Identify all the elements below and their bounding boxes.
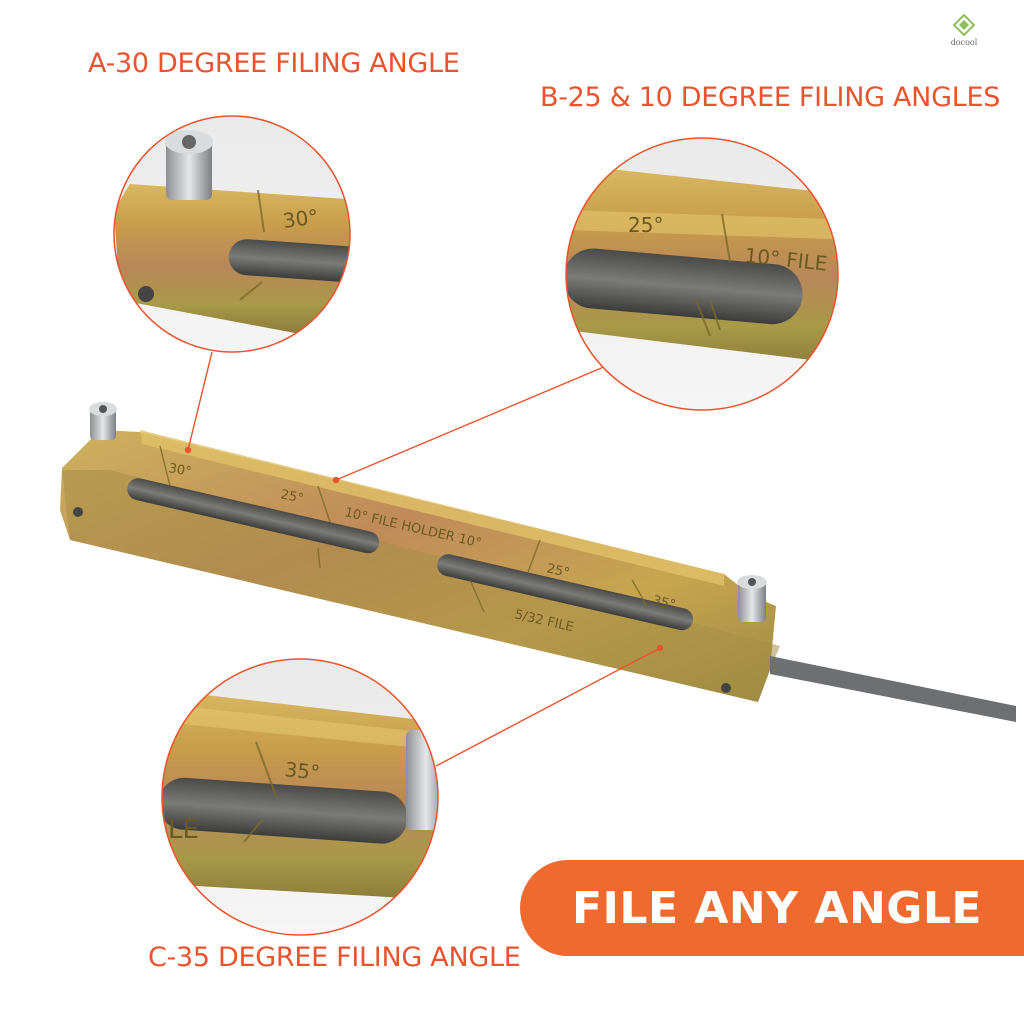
marking-35: 35°: [651, 593, 677, 613]
callout-pointers: [184, 351, 664, 767]
slot-2: [437, 554, 694, 631]
zoom-circle-a: 30°: [113, 115, 351, 353]
brand-logo: docool: [934, 13, 994, 50]
brand-logo-text: docool: [950, 38, 978, 47]
bolt-right: [737, 575, 767, 622]
bolt-left: [89, 402, 117, 440]
marking-25b: 25°: [545, 561, 571, 581]
banner-text: FILE ANY ANGLE: [572, 882, 982, 934]
marking-30: 30°: [167, 461, 192, 480]
zoom-c-marking-le: LE: [168, 815, 199, 845]
zoom-b-marking-25: 25°: [628, 213, 663, 237]
zoom-a-marking: 30°: [281, 204, 319, 233]
file-guide-tool: 30° 25° 10° FILE HOLDER 10° 25° 35° 5/32…: [60, 402, 1016, 722]
slot-1: [127, 478, 380, 554]
callout-a-label: A-30 DEGREE FILING ANGLE: [88, 48, 460, 79]
callout-c-label: C-35 DEGREE FILING ANGLE: [148, 942, 521, 973]
leaf-diamond-icon: [952, 13, 976, 37]
zoom-circle-b: 25° 10° FILE: [565, 137, 839, 411]
pin-left: [73, 507, 83, 517]
zoom-circle-c: 35° LE: [161, 658, 439, 936]
round-file: [770, 656, 1016, 722]
marking-25: 25°: [279, 487, 305, 506]
callout-b-label: B-25 & 10 DEGREE FILING ANGLES: [540, 82, 1001, 113]
zoom-c-marking-35: 35°: [283, 757, 321, 785]
file-any-angle-banner: FILE ANY ANGLE: [520, 860, 1024, 956]
pin-right: [721, 683, 731, 693]
